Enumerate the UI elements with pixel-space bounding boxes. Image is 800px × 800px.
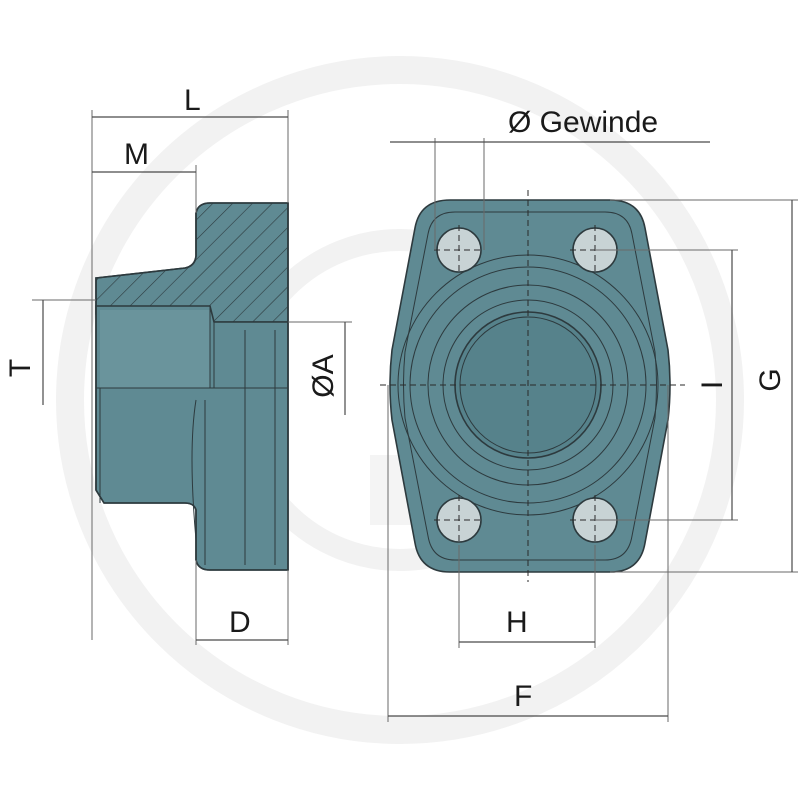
label-H: H: [506, 606, 528, 639]
label-G: G: [754, 368, 787, 391]
label-M: M: [124, 138, 149, 171]
dimension-D: D: [195, 560, 289, 645]
label-T: T: [4, 359, 37, 377]
dimension-OA: ØA: [288, 321, 352, 415]
label-D: D: [229, 606, 251, 639]
label-F: F: [514, 680, 532, 713]
dimension-F: F: [387, 385, 669, 722]
dimension-T: T: [4, 299, 96, 405]
dimension-L: L: [91, 84, 289, 640]
label-I: I: [696, 381, 729, 389]
dimension-G: G: [610, 199, 798, 573]
dimension-H: H: [458, 545, 596, 648]
dimension-gewinde: Ø Gewinde: [390, 106, 710, 250]
label-gewinde: Ø Gewinde: [508, 106, 658, 139]
side-section-view: [95, 202, 289, 571]
dimension-M: M: [92, 138, 197, 213]
front-view: [380, 190, 685, 582]
label-OA: ØA: [307, 354, 340, 397]
label-L: L: [184, 84, 201, 117]
bore-shade: [100, 310, 210, 388]
dimension-I: I: [595, 249, 738, 521]
